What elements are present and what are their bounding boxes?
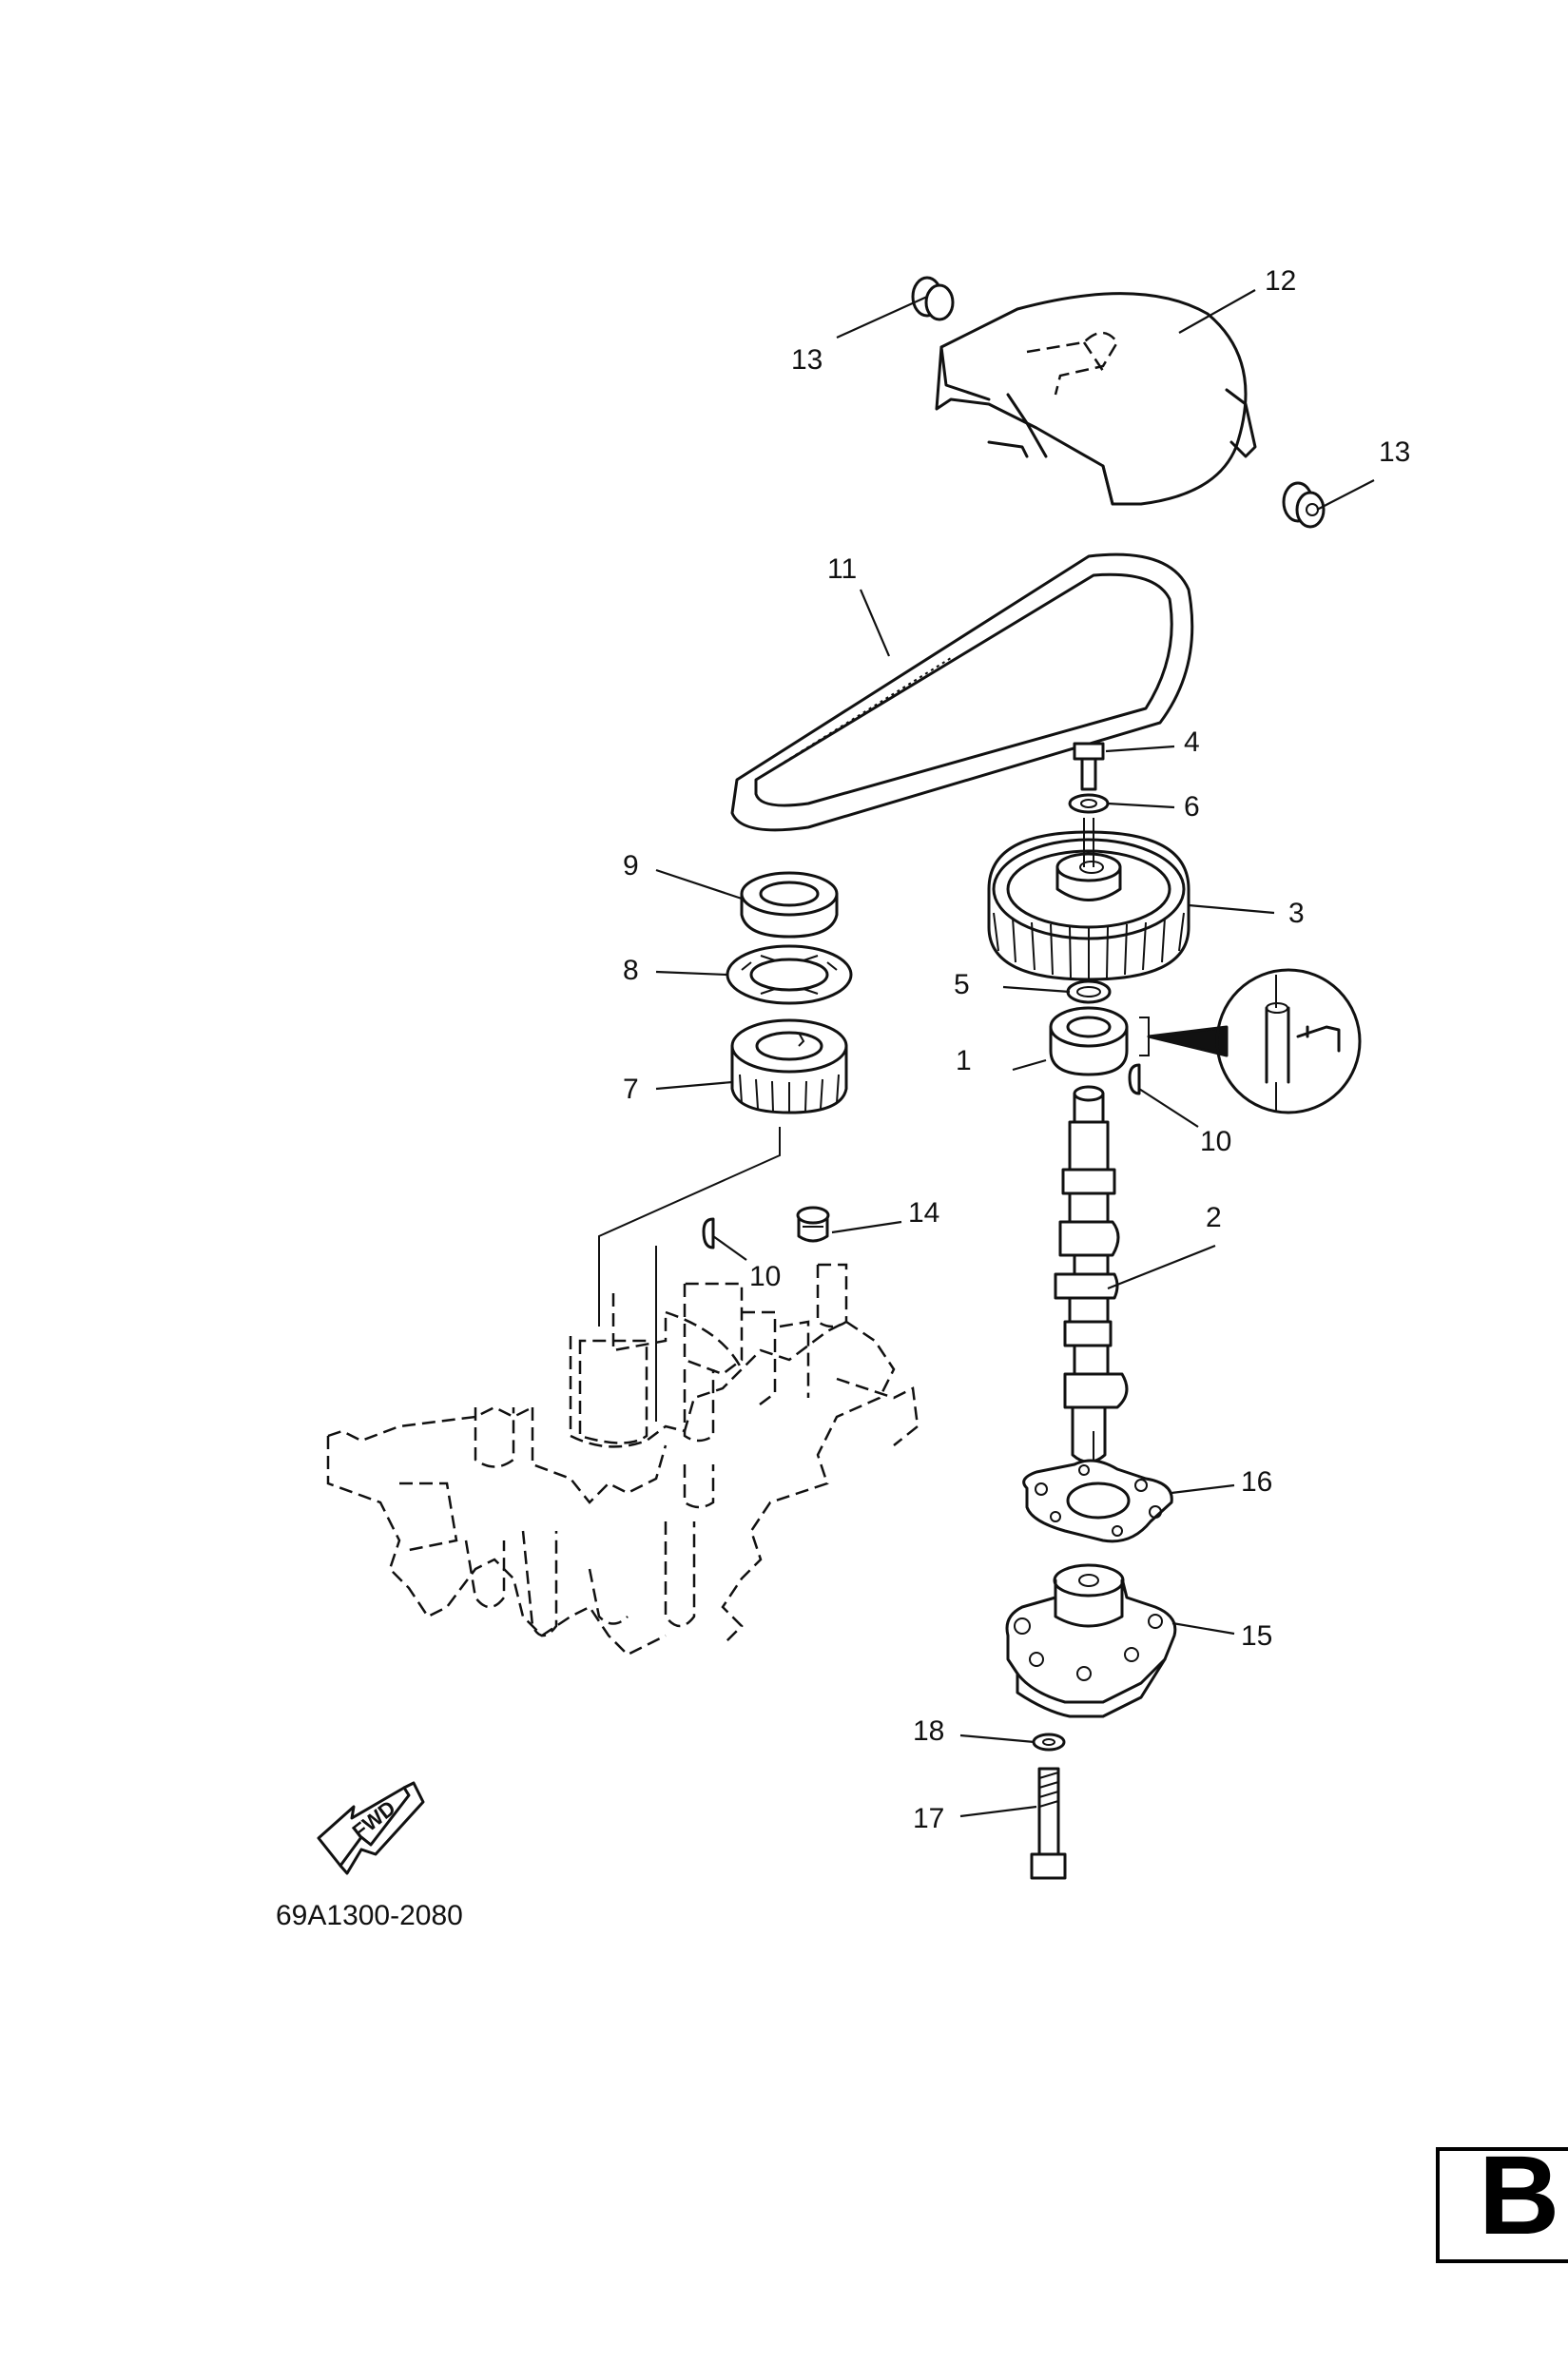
plug-part: [796, 1206, 830, 1243]
callout-16: 16: [1241, 1466, 1272, 1498]
callout-8: 8: [623, 955, 639, 986]
callout-14: 14: [908, 1197, 939, 1229]
crankcase-outline: [326, 1127, 920, 1656]
camshaft-pulley-part: [987, 818, 1191, 981]
timing-belt-part: [730, 552, 1194, 832]
oil-seal-part: [740, 871, 839, 939]
gasket-part: [1022, 1459, 1173, 1543]
belt-cover-part: [935, 292, 1257, 506]
callout-13b: 13: [1379, 436, 1410, 468]
oil-pump-part: [1005, 1563, 1177, 1718]
washer-part: [1032, 1733, 1066, 1752]
crankshaft-pulley-part: [730, 1018, 848, 1114]
callout-10b: 10: [749, 1261, 781, 1292]
plate-part: [726, 944, 853, 1005]
callout-17: 17: [913, 1803, 944, 1834]
callout-3: 3: [1288, 898, 1305, 929]
section-letter: B: [1479, 2133, 1560, 2258]
callout-6: 6: [1184, 791, 1200, 823]
callout-9: 9: [623, 850, 639, 881]
bolt-part: [1030, 1767, 1067, 1880]
callout-10a: 10: [1200, 1126, 1231, 1157]
diagram-code: 69A1300-2080: [276, 1900, 463, 1931]
leader-lines: [655, 289, 1375, 1818]
callout-5: 5: [954, 969, 970, 1000]
oil-seal-part: [1049, 1006, 1150, 1076]
woodruff-key-part: [702, 1063, 1141, 1249]
camshaft-part: [1054, 1085, 1129, 1464]
callout-12: 12: [1265, 265, 1296, 297]
callout-7: 7: [623, 1074, 639, 1105]
fwd-arrow-icon: FWD: [317, 1781, 425, 1875]
callout-11: 11: [827, 553, 857, 585]
section-box: [1436, 2147, 1568, 2263]
bolt-part: [1073, 742, 1105, 791]
callout-4: 4: [1184, 726, 1200, 758]
washer-part: [1068, 793, 1110, 814]
callout-2: 2: [1206, 1202, 1222, 1233]
callout-13a: 13: [791, 344, 823, 376]
callout-15: 15: [1241, 1620, 1272, 1652]
detail-inset: [1147, 968, 1362, 1114]
callout-18: 18: [913, 1715, 944, 1747]
washer-part: [1066, 979, 1112, 1004]
callout-labels: 1 2 3 4 5 6 7 8 9 10 10 11 12 13 13 14 1…: [623, 265, 1410, 1834]
callout-1: 1: [956, 1045, 972, 1076]
